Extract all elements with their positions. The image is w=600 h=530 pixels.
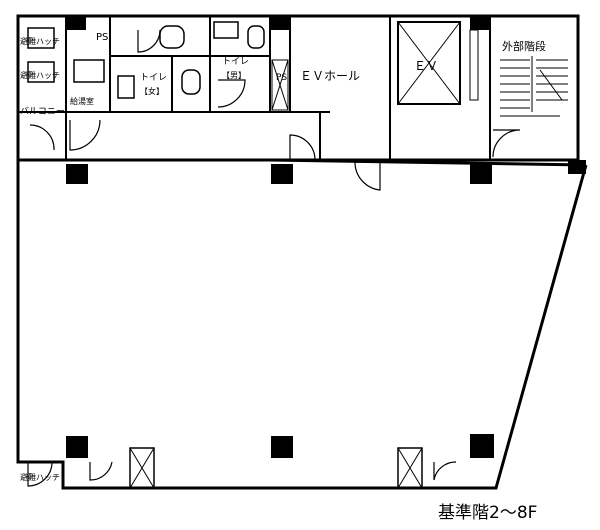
label-kitchenette: 給湯室	[70, 96, 94, 106]
stairs-icon	[500, 56, 568, 117]
toilet-icon	[159, 25, 185, 49]
label-evacuation-hatch-3: 避難ハッチ	[20, 472, 60, 482]
label-ev-hall: ＥＶホール	[300, 69, 360, 83]
elevator-shaft	[397, 21, 461, 105]
label-toilet-male-tag: 【男】	[222, 71, 246, 80]
column-icon	[66, 16, 586, 458]
sink-icon	[117, 75, 135, 99]
label-toilet-male: トイレ	[222, 57, 249, 67]
core-outline	[16, 14, 580, 162]
label-toilet-female-tag: 【女】	[140, 86, 164, 96]
label-evacuation-hatch-2: 避難ハッチ	[20, 70, 60, 80]
label-toilet-female: トイレ	[140, 73, 167, 83]
label-external-stairs: 外部階段	[502, 39, 546, 53]
office-outline	[16, 160, 588, 490]
label-evacuation-hatch-1: 避難ハッチ	[20, 36, 60, 46]
label-elevator: ＥＶ	[414, 59, 438, 73]
label-pipe-shaft-2: PS	[276, 73, 287, 83]
floor-caption: 基準階2～8F	[438, 503, 537, 523]
hatch-box-1	[27, 27, 55, 49]
label-pipe-shaft-1: PS	[96, 32, 108, 43]
door-swing-icon	[27, 29, 521, 487]
hatch-box-2	[27, 61, 55, 83]
label-balcony: バルコニー	[20, 106, 65, 117]
